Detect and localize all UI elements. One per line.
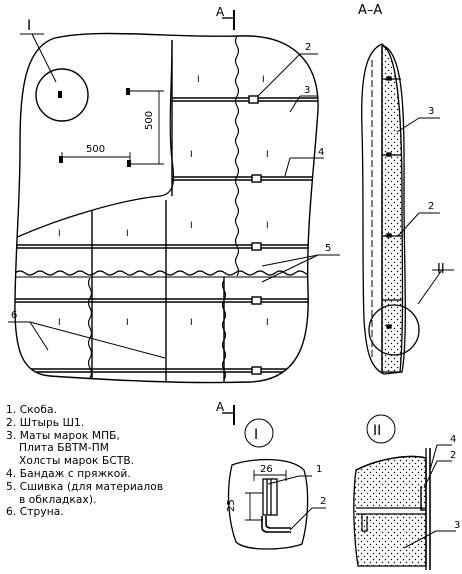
section-item-2: 2: [428, 201, 434, 212]
item-6: 6: [11, 310, 17, 321]
legend-item-3: 3. Маты марок МПБ,: [6, 429, 121, 442]
dim-25: 25: [226, 499, 237, 512]
svg-text:I: I: [266, 318, 269, 328]
item-2: 2: [305, 42, 311, 53]
pins: [58, 88, 131, 167]
legend-item-3-line-2: Плита БВТМ-ПМ: [19, 442, 110, 455]
legend-item-6: 6. Струна.: [6, 506, 64, 519]
surface-outline: [14, 32, 319, 384]
seam-horizontal: [14, 270, 319, 276]
seam-vertical: [234, 35, 240, 277]
detail-II: [353, 414, 456, 570]
mat-marks: I I I I I I I I I I I I: [58, 75, 269, 328]
item-4: 4: [318, 147, 324, 158]
section-title: А–А: [358, 3, 382, 18]
dim-500-vertical: 500: [144, 111, 155, 130]
detail-II-label: II: [373, 423, 381, 439]
legend-item-5-line-2: в обкладках).: [19, 493, 97, 506]
section-A-A: [361, 43, 454, 375]
svg-text:I: I: [126, 229, 129, 239]
section-mark-bottom: А: [216, 400, 225, 414]
legend-item-2: 2. Штырь Ш1.: [6, 416, 85, 429]
legend-item-4: 4. Бандаж с пряжкой.: [6, 467, 131, 480]
svg-text:I: I: [126, 318, 129, 328]
dim-500-horizontal: 500: [86, 144, 105, 155]
svg-text:I: I: [58, 318, 61, 328]
svg-text:I: I: [197, 75, 200, 85]
svg-text:I: I: [58, 229, 61, 239]
svg-text:I: I: [262, 75, 265, 85]
detail-I-callout-circle: [35, 68, 89, 122]
section-mark-top: А: [216, 5, 225, 19]
svg-text:I: I: [190, 150, 193, 160]
section-item-3: 3: [428, 106, 434, 117]
legend-item-1: 1. Скоба.: [6, 404, 58, 416]
svg-text:I: I: [190, 318, 193, 328]
detail-I: [227, 418, 326, 550]
legend-item-5: 5. Сшивка (для материалов: [6, 480, 164, 493]
detail-II-item-3: 3: [454, 520, 460, 531]
detail-II-item-2: 2: [450, 450, 456, 461]
dim-26: 26: [260, 464, 273, 475]
main-view: [8, 32, 340, 384]
detail-I-label: I: [254, 427, 258, 443]
uncovered-area-boundary: [14, 39, 175, 239]
svg-text:I: I: [266, 221, 269, 231]
callout-I-label: I: [27, 18, 31, 34]
detail-II-item-4: 4: [450, 434, 456, 445]
detail-I-item-2: 2: [320, 496, 326, 507]
legend: 1. Скоба. 2. Штырь Ш1. 3. Маты марок МПБ…: [6, 404, 163, 519]
item-5: 5: [325, 243, 331, 254]
detail-II-callout-circle: [368, 304, 420, 356]
detail-I-item-1: 1: [316, 464, 322, 475]
item-3: 3: [304, 85, 310, 96]
svg-text:I: I: [266, 150, 269, 160]
callout-II-label: II: [437, 262, 445, 277]
svg-text:I: I: [190, 221, 193, 231]
legend-item-3-line-3: Холсты марок БСТВ.: [19, 455, 135, 468]
section-marks: [222, 10, 235, 425]
